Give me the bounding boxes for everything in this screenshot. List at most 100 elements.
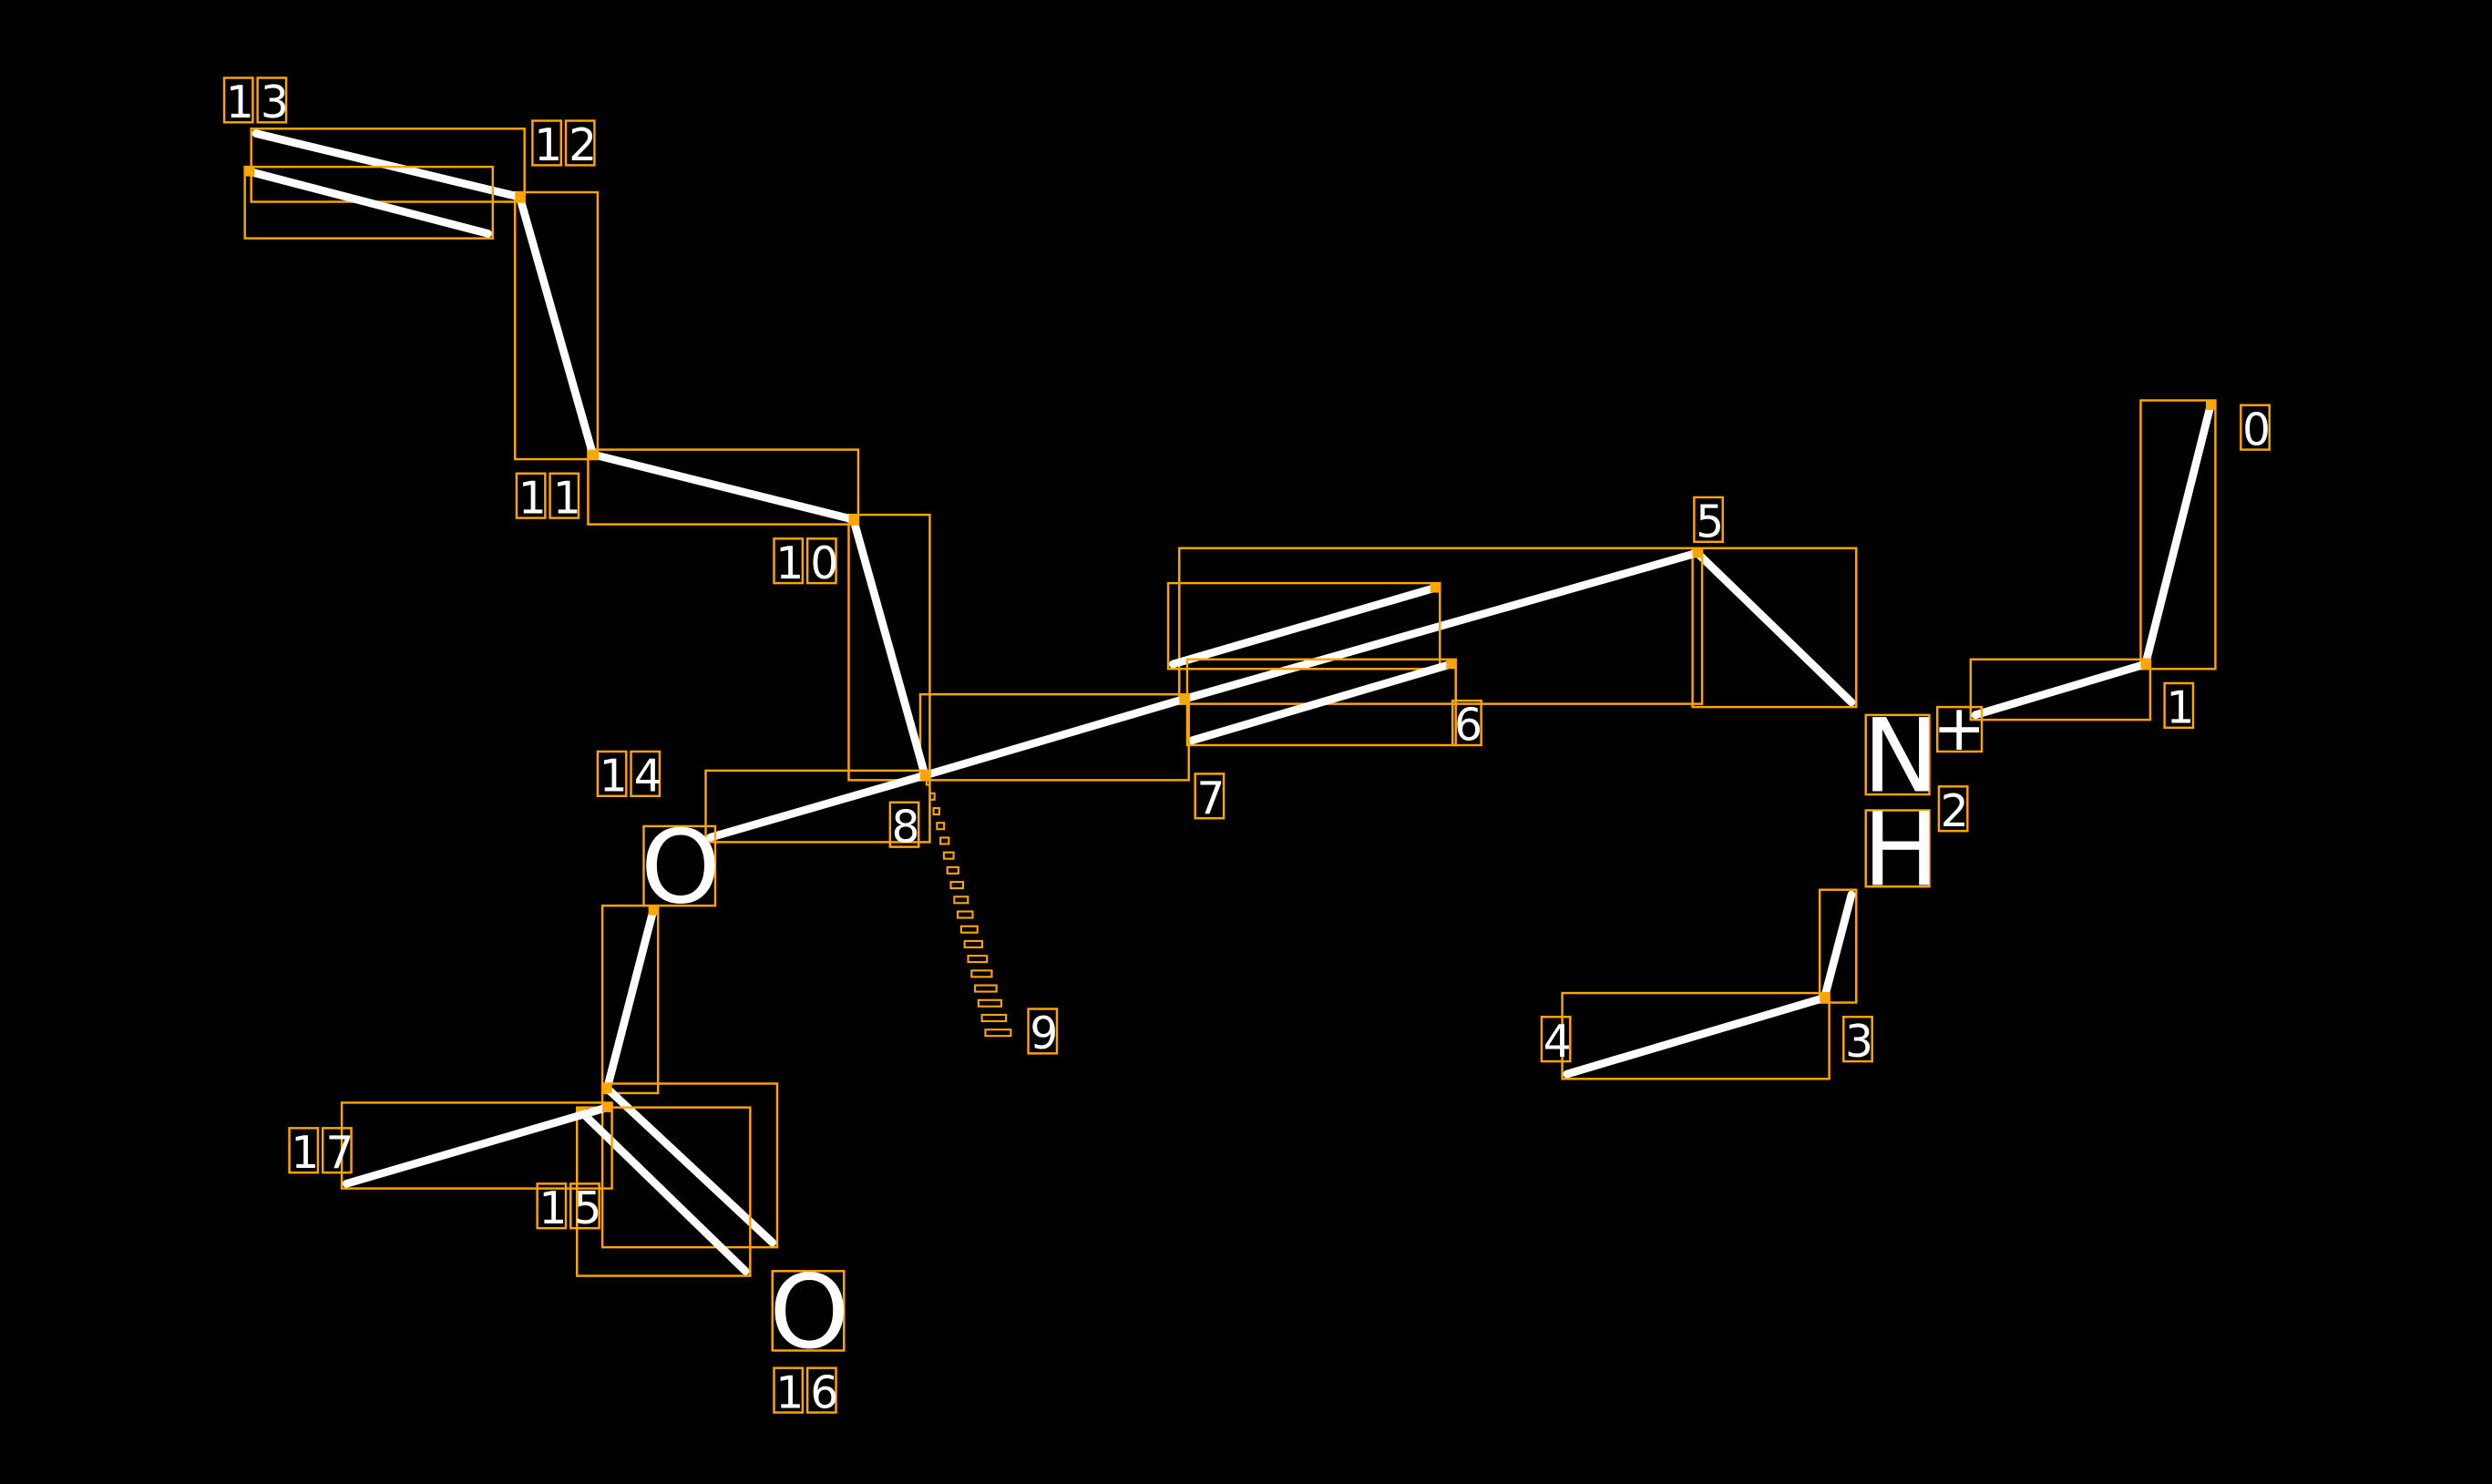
bond-line [603, 906, 658, 1093]
atom-index-16: 16 [775, 1366, 845, 1418]
atom-box-o14 [642, 824, 717, 907]
bond-line [342, 1103, 611, 1188]
bond-line [603, 1084, 777, 1247]
bond-box [340, 1101, 613, 1190]
atom-n: N [1862, 698, 1938, 816]
index-box [1027, 1008, 1059, 1055]
hash-mark [953, 896, 969, 905]
atom-charge-plus: + [1933, 691, 1985, 765]
bond-line [2141, 401, 2215, 669]
bond-line [1693, 548, 1856, 707]
atom-box-h [1864, 809, 1931, 888]
bond-line [1168, 583, 1440, 669]
hash-mark [942, 851, 955, 860]
bond-box [600, 904, 660, 1095]
bond-line [706, 771, 929, 842]
bond-line [849, 515, 929, 780]
hash-mark [967, 955, 989, 964]
bond-endpoint [848, 515, 858, 525]
charge-box [1935, 705, 1984, 753]
bonds-layer [243, 128, 2217, 1277]
bond-endpoint [244, 167, 255, 177]
bond-endpoint [588, 449, 598, 460]
hash-mark [925, 777, 931, 786]
atom-box-n [1864, 713, 1931, 796]
bond-box [1178, 547, 1704, 705]
bond-box [1969, 658, 2152, 722]
index-box [321, 1127, 353, 1174]
hash-mark [928, 792, 936, 801]
index-box [256, 77, 288, 124]
atom-o-16: O [769, 1254, 849, 1372]
index-box [2240, 404, 2271, 451]
bond-endpoint [1692, 548, 1703, 558]
bond-endpoint [1430, 583, 1441, 593]
bond-line [1187, 660, 1455, 745]
bond-line [1563, 993, 1829, 1079]
bond-line [578, 1108, 750, 1275]
bond-line [920, 695, 1188, 780]
bond-line [251, 129, 524, 201]
atom-index-14: 14 [600, 751, 669, 803]
index-box [630, 750, 661, 798]
atom-h: H [1862, 791, 1939, 909]
index-box [2163, 681, 2195, 730]
atom-index-5: 5 [1696, 496, 1730, 548]
atom-index-4: 4 [1543, 1016, 1578, 1068]
bond-line [245, 168, 492, 238]
atom-index-12: 12 [534, 119, 603, 171]
atom-index-10: 10 [775, 537, 845, 589]
index-box [805, 537, 837, 585]
index-box [1937, 785, 1969, 833]
hash-mark [932, 806, 940, 816]
bond-endpoint [602, 1102, 612, 1112]
atom-index-7: 7 [1196, 773, 1231, 824]
atom-o-14: O [641, 809, 721, 927]
index-box [773, 1366, 805, 1414]
hashed-wedge-bond [925, 777, 1012, 1038]
bond-box [918, 692, 1190, 782]
index-box [288, 1127, 320, 1174]
hash-mark [980, 1013, 1008, 1022]
bond-endpoint [1446, 659, 1456, 670]
bond-box [587, 448, 860, 526]
hash-mark [939, 836, 950, 845]
bond-box [1561, 991, 1831, 1080]
bond-endpoint [1179, 694, 1189, 704]
bond-line [1971, 660, 2150, 720]
atom-index-9: 9 [1030, 1008, 1064, 1059]
hash-mark [970, 969, 993, 978]
index-box [1194, 773, 1225, 820]
index-box [596, 750, 628, 798]
index-box [1451, 699, 1482, 747]
bond-endpoint [1820, 993, 1830, 1003]
hash-mark [946, 865, 959, 875]
hash-mark [949, 881, 965, 890]
bond-box [704, 769, 931, 844]
bond-box [1691, 547, 1858, 709]
index-box [569, 1182, 600, 1230]
bond-line [516, 192, 598, 459]
atom-index-6: 6 [1454, 700, 1489, 752]
index-box [564, 119, 596, 167]
index-box [888, 801, 920, 848]
atom-labels: N + H O O [641, 691, 1985, 1372]
index-box [1540, 1016, 1572, 1063]
hash-mark [957, 910, 974, 919]
bond-line [1820, 890, 1856, 1002]
index-box [773, 537, 805, 585]
index-box [1693, 496, 1724, 543]
index-box [515, 472, 547, 519]
bond-box [2139, 399, 2217, 670]
atom-index-13: 13 [226, 77, 295, 128]
bond-endpoint [515, 192, 525, 202]
atom-index-17: 17 [291, 1127, 360, 1179]
atom-index-15: 15 [538, 1182, 608, 1234]
bond-line [589, 450, 858, 524]
bond-box [1166, 581, 1441, 670]
hash-mark [977, 998, 1002, 1008]
bond-endpoint [2205, 400, 2216, 410]
atom-index-8: 8 [892, 801, 927, 853]
bond-box [1818, 888, 1858, 1004]
